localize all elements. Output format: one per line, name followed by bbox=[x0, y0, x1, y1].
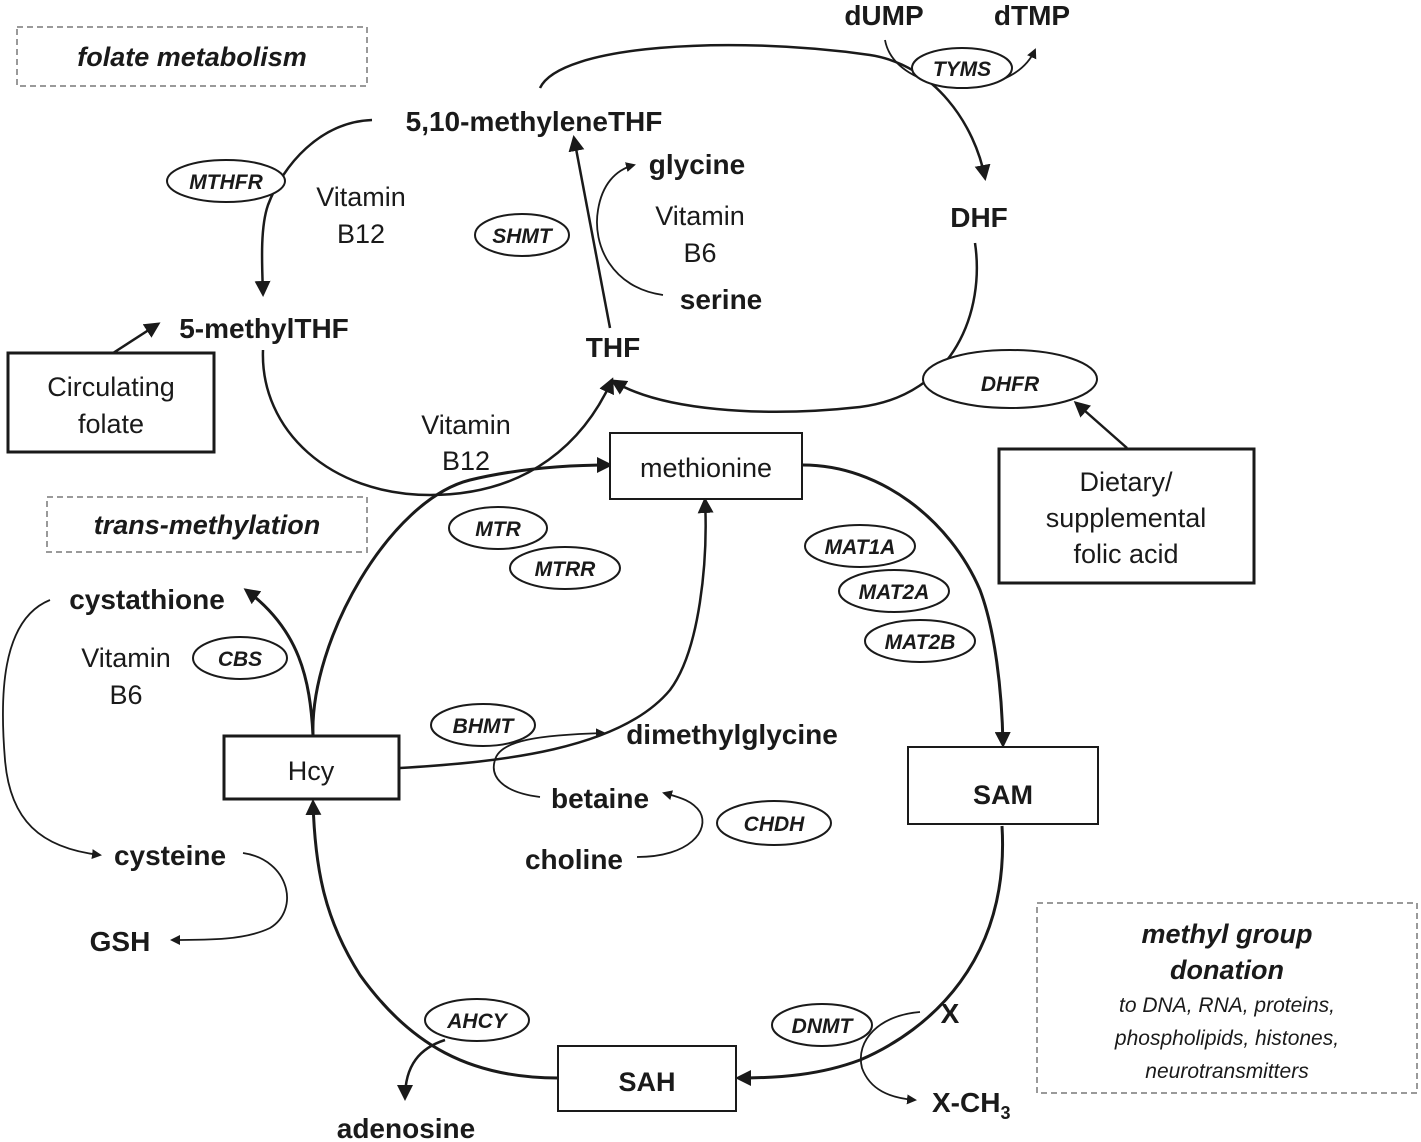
vitamin-b6-lower-line2: B6 bbox=[109, 680, 142, 710]
dimethylglycine-label: dimethylglycine bbox=[626, 719, 838, 750]
svg-text:supplemental: supplemental bbox=[1046, 503, 1207, 533]
dhf-label: DHF bbox=[950, 202, 1008, 233]
svg-text:MTR: MTR bbox=[475, 518, 521, 541]
svg-text:SAM: SAM bbox=[973, 780, 1033, 810]
x-ch3-label: X-CH3 bbox=[932, 1087, 1010, 1123]
arrow-dietary-folic-acid bbox=[1073, 401, 1128, 449]
arrow-sah-to-adenosine bbox=[397, 1038, 446, 1101]
svg-text:MTHFR: MTHFR bbox=[189, 171, 263, 194]
arrow-methylenethf-to-methylthf bbox=[254, 118, 373, 297]
methyl-donation-title-1: methyl group bbox=[1141, 919, 1312, 949]
svg-text:MAT2B: MAT2B bbox=[885, 631, 956, 654]
enzyme-tyms: TYMS bbox=[911, 47, 1013, 89]
svg-text:Hcy: Hcy bbox=[288, 756, 335, 786]
vitamin-b12-lower-line2: B12 bbox=[442, 446, 490, 476]
methyl-donation-targets-2: phospholipids, histones, bbox=[1114, 1027, 1339, 1050]
arrow-hcy-to-cystathione bbox=[243, 588, 315, 736]
vitamin-b12-upper-line2: B12 bbox=[337, 219, 385, 249]
methylene-thf-label: 5,10-methyleneTHF bbox=[406, 106, 663, 137]
methyl-thf-label: 5-methylTHF bbox=[179, 313, 349, 344]
arrow-hcy-to-methionine bbox=[311, 457, 613, 736]
arrow-methylenethf-to-dhf bbox=[538, 43, 991, 181]
svg-text:Dietary/: Dietary/ bbox=[1079, 467, 1173, 497]
enzyme-shmt: SHMT bbox=[474, 213, 570, 257]
enzyme-cbs: CBS bbox=[192, 636, 288, 680]
arrow-hcy-to-methionine-bhmt bbox=[399, 497, 714, 770]
x-label: X bbox=[941, 998, 960, 1029]
methyl-donation-targets-3: neurotransmitters bbox=[1145, 1060, 1309, 1083]
choline-label: choline bbox=[525, 844, 623, 875]
svg-text:CBS: CBS bbox=[218, 648, 262, 671]
adenosine-label: adenosine bbox=[337, 1113, 475, 1142]
enzyme-dnmt: DNMT bbox=[771, 1003, 873, 1047]
svg-text:AHCY: AHCY bbox=[446, 1010, 508, 1033]
folate-metabolism-title: folate metabolism bbox=[77, 42, 307, 72]
svg-text:MAT2A: MAT2A bbox=[859, 581, 930, 604]
svg-text:MAT1A: MAT1A bbox=[825, 536, 896, 559]
gsh-label: GSH bbox=[90, 926, 151, 957]
enzyme-mtrr: MTRR bbox=[509, 546, 621, 590]
sam-box: SAM bbox=[907, 746, 1099, 825]
vitamin-b12-lower-line1: Vitamin bbox=[421, 410, 511, 440]
cysteine-label: cysteine bbox=[114, 840, 226, 871]
enzyme-mthfr: MTHFR bbox=[166, 159, 286, 203]
trans-methylation-frame bbox=[46, 496, 368, 553]
enzyme-mat2b: MAT2B bbox=[864, 619, 976, 663]
svg-text:SHMT: SHMT bbox=[492, 225, 554, 248]
svg-text:DHFR: DHFR bbox=[981, 373, 1040, 396]
methyl-donation-frame bbox=[1036, 902, 1418, 1094]
svg-text:DNMT: DNMT bbox=[792, 1015, 855, 1038]
methionine-box: methionine bbox=[609, 432, 803, 500]
vitamin-b12-upper-line1: Vitamin bbox=[316, 182, 406, 212]
dtmp-label: dTMP bbox=[994, 0, 1070, 31]
arrow-thf-to-methylenethf bbox=[568, 135, 612, 329]
methyl-donation-targets-1: to DNA, RNA, proteins, bbox=[1119, 994, 1335, 1017]
cystathione-label: cystathione bbox=[69, 584, 225, 615]
vitamin-b6-upper-line1: Vitamin bbox=[655, 201, 745, 231]
arrow-sah-to-hcy bbox=[305, 799, 559, 1080]
arrow-x-to-xch3 bbox=[859, 1011, 921, 1105]
arrow-cysteine-to-gsh bbox=[170, 852, 288, 945]
enzyme-bhmt: BHMT bbox=[430, 703, 536, 747]
enzyme-mtr: MTR bbox=[448, 506, 548, 550]
svg-text:methionine: methionine bbox=[640, 453, 772, 483]
thf-label: THF bbox=[586, 332, 640, 363]
arrow-serine-to-glycine bbox=[596, 162, 664, 296]
sah-box: SAH bbox=[557, 1045, 737, 1112]
arrow-choline-to-betaine bbox=[636, 790, 704, 858]
arrow-dhf-to-thf bbox=[610, 242, 979, 413]
enzyme-mat1a: MAT1A bbox=[804, 524, 916, 568]
enzyme-chdh: CHDH bbox=[716, 800, 832, 846]
svg-text:folate: folate bbox=[78, 409, 144, 439]
vitamin-b6-upper-line2: B6 bbox=[683, 238, 716, 268]
betaine-label: betaine bbox=[551, 783, 649, 814]
methyl-donation-title-2: donation bbox=[1170, 955, 1284, 985]
dump-label: dUMP bbox=[844, 0, 923, 31]
circulating-folate-box: Circulating folate bbox=[6, 351, 216, 454]
enzyme-mat2a: MAT2A bbox=[838, 569, 950, 613]
svg-text:SAH: SAH bbox=[618, 1067, 675, 1097]
svg-text:MTRR: MTRR bbox=[535, 558, 596, 581]
folate-metabolism-frame bbox=[16, 26, 368, 87]
vitamin-b6-lower-line1: Vitamin bbox=[81, 643, 171, 673]
enzyme-dhfr: DHFR bbox=[922, 349, 1098, 409]
svg-text:Circulating: Circulating bbox=[47, 372, 175, 402]
arrow-sam-to-sah bbox=[735, 825, 1005, 1086]
svg-text:BHMT: BHMT bbox=[453, 715, 516, 738]
arrow-circulating-folate bbox=[109, 322, 161, 357]
svg-text:folic acid: folic acid bbox=[1073, 539, 1178, 569]
svg-text:TYMS: TYMS bbox=[933, 58, 991, 81]
arrow-methylthf-to-thf bbox=[261, 349, 614, 497]
svg-text:CHDH: CHDH bbox=[744, 813, 805, 836]
arrow-methionine-to-sam bbox=[802, 463, 1011, 748]
glycine-label: glycine bbox=[649, 149, 745, 180]
hcy-box: Hcy bbox=[222, 734, 401, 801]
arrow-betaine-to-dimethylglycine bbox=[493, 728, 606, 798]
trans-methylation-title: trans-methylation bbox=[94, 510, 321, 540]
arrow-cystathione-to-cysteine bbox=[2, 599, 102, 860]
enzyme-ahcy: AHCY bbox=[424, 998, 530, 1042]
serine-label: serine bbox=[680, 284, 763, 315]
dietary-folic-acid-box: Dietary/ supplemental folic acid bbox=[997, 447, 1256, 585]
